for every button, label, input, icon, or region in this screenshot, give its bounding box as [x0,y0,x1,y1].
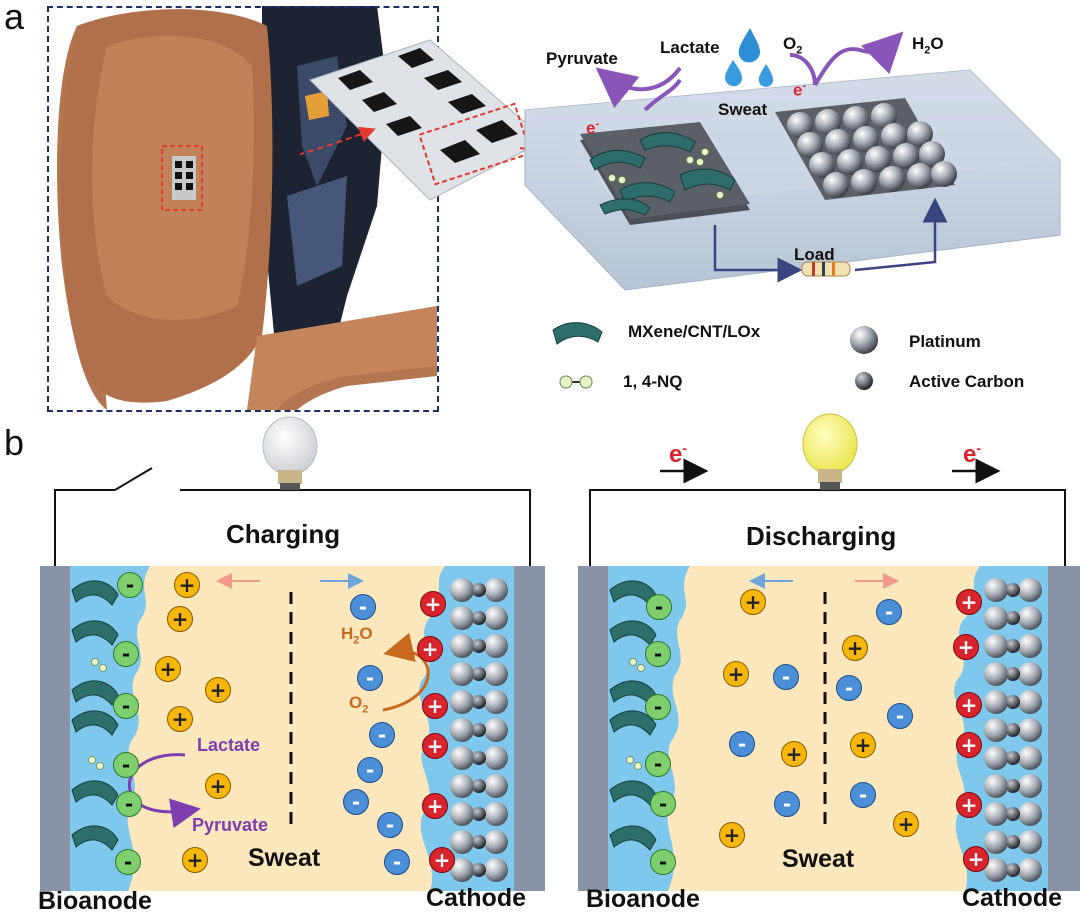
electron-label-right: e- [963,440,982,468]
cathode-label-charging: Cathode [426,884,526,912]
cathode-label-discharging: Cathode [962,884,1062,912]
cation: + [167,606,193,632]
o2-label-b: O2 [349,693,369,716]
o2-label-a: O2 [783,34,803,57]
cation: + [740,589,766,615]
cation: + [850,732,876,758]
pyruvate-label-a: Pyruvate [546,49,618,68]
anion: - [850,782,876,808]
cation: + [893,811,919,837]
electron-label-left: e- [669,440,688,468]
cathode-surface-positive: + [956,589,982,615]
lactate-label-b: Lactate [197,735,261,755]
anion: - [377,812,403,838]
anion: - [876,599,902,625]
cation: + [205,677,231,703]
anode-surface-negative: - [113,752,139,778]
anode-surface-negative: - [645,694,671,720]
panel-b-letter: b [4,422,25,463]
sweat-label-a: Sweat [718,100,768,119]
cathode-surface-positive: + [429,847,455,873]
cathode-surface-positive: + [420,591,446,617]
h2o-label-b: H2O [341,624,373,647]
cation: + [155,656,181,682]
cation: + [174,572,200,598]
anode-surface-negative: - [113,693,139,719]
anion: - [836,675,862,701]
anode-surface-negative: - [646,594,672,620]
bioanode-label-discharging: Bioanode [586,885,700,913]
cathode-surface-positive: + [417,636,443,662]
sweat-label-discharging: Sweat [782,845,855,873]
legend-nq: 1, 4-NQ [623,372,683,391]
anion: - [369,722,395,748]
cathode-surface-positive: + [956,732,982,758]
cathode-surface-positive: + [953,634,979,660]
anode-surface-negative: - [645,641,671,667]
cation: + [719,822,745,848]
device-schematic [300,28,1061,390]
cation: + [167,706,193,732]
cation: + [723,661,749,687]
load-label: Load [794,245,835,264]
lactate-label-a: Lactate [660,38,720,57]
legend-active-carbon: Active Carbon [909,372,1025,391]
charging-title: Charging [226,519,341,549]
cathode-surface-positive: + [422,733,448,759]
anode-surface-negative: - [117,572,143,598]
cation: + [205,773,231,799]
anion: - [774,791,800,817]
legend-mxene: MXene/CNT/LOx [628,322,761,341]
legend-platinum: Platinum [909,332,981,351]
electron-label-cathode: e- [793,80,807,100]
anion: - [357,665,383,691]
cathode-surface-positive: + [956,692,982,718]
anion: - [773,664,799,690]
anion: - [384,849,410,875]
photo-frame [47,6,439,412]
electron-label-anode: e- [586,118,600,138]
anode-surface-negative: - [115,849,141,875]
cation: + [182,847,208,873]
anode-surface-negative: - [645,751,671,777]
bioanode-label-charging: Bioanode [38,887,152,915]
cathode-surface-positive: + [422,693,448,719]
h2o-label-a: H2O [912,34,944,57]
sweat-label-charging: Sweat [248,844,321,872]
cathode-surface-positive: + [422,793,448,819]
cation: + [781,741,807,767]
anion: - [343,789,369,815]
anion: - [887,703,913,729]
cathode-surface-positive: + [963,846,989,872]
cathode-surface-positive: + [956,792,982,818]
panel-a-letter: a [4,0,25,37]
anion: - [350,594,376,620]
anode-surface-negative: - [650,849,676,875]
pyruvate-label-b: Pyruvate [192,815,269,835]
anode-surface-negative: - [113,641,139,667]
anode-surface-negative: - [116,791,142,817]
anode-surface-negative: - [650,791,676,817]
anion: - [729,731,755,757]
anion: - [357,757,383,783]
cation: + [842,635,868,661]
discharging-title: Discharging [746,521,897,551]
